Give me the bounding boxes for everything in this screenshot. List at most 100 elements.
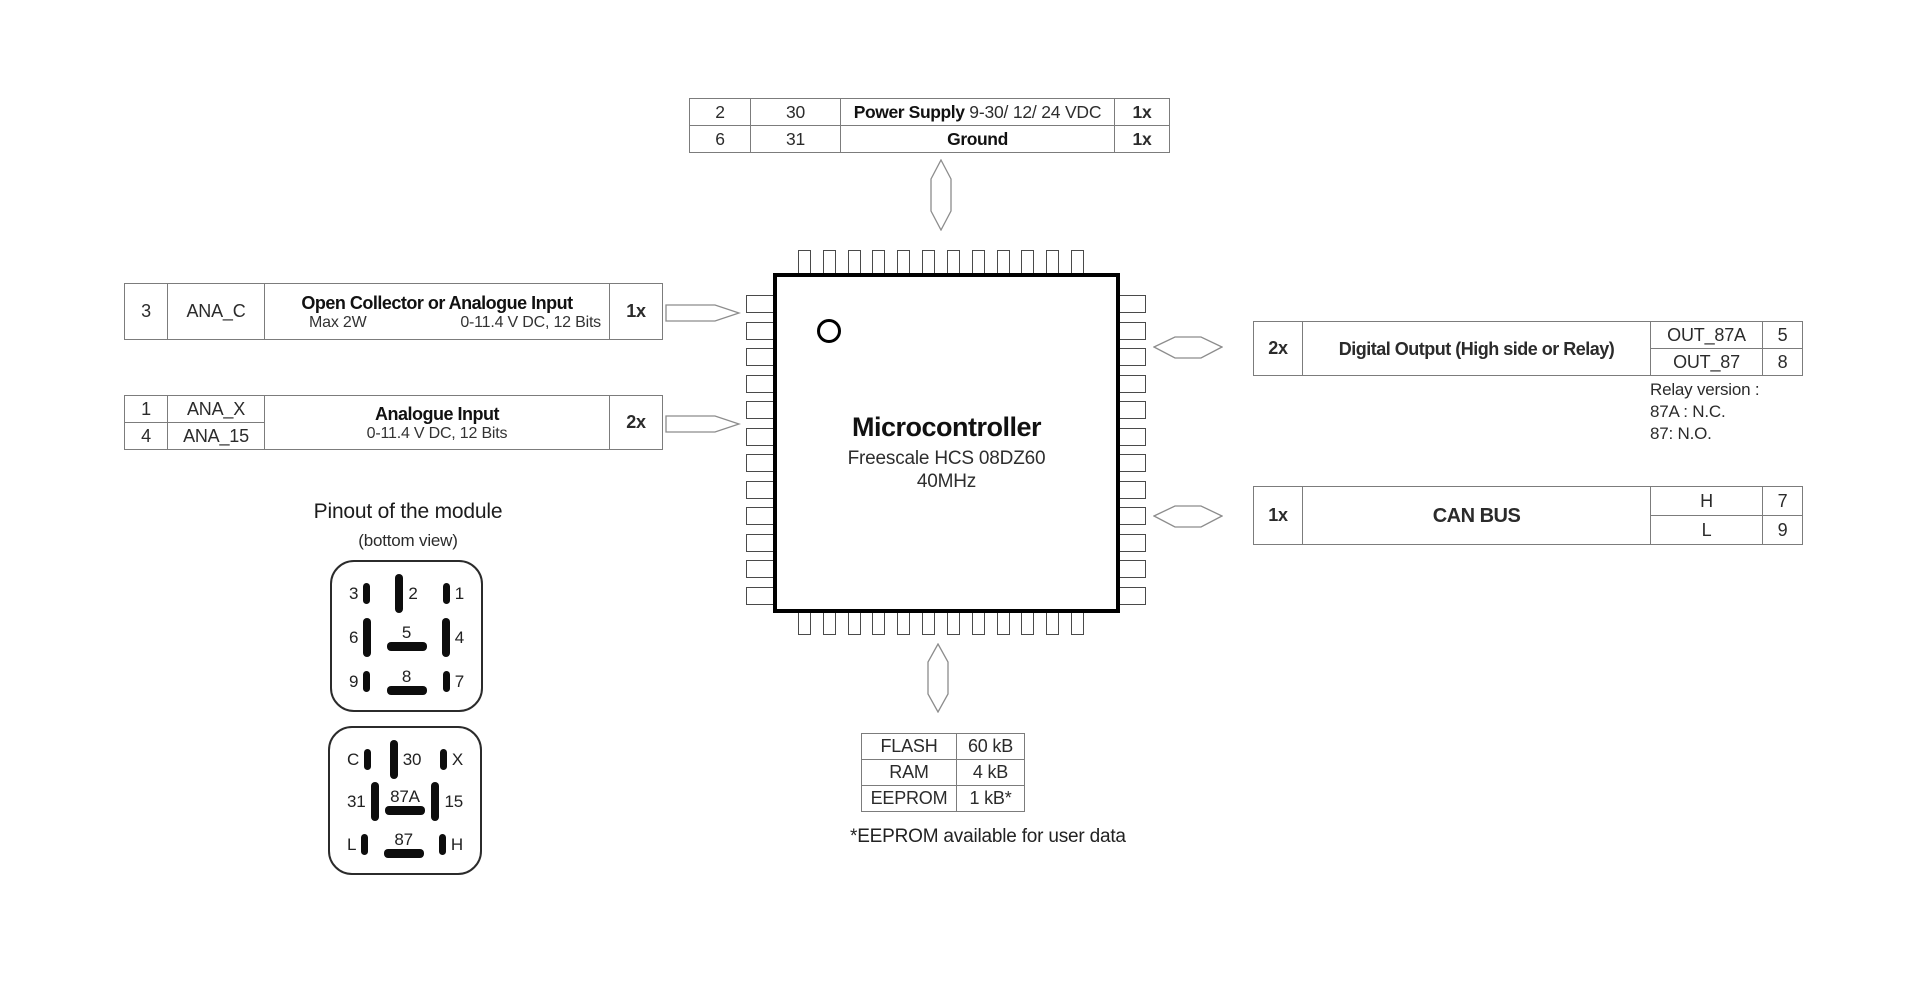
count-badge: 1x — [609, 283, 663, 340]
chip-pin — [746, 560, 774, 579]
connector-pin-row: 3 2 1 — [349, 572, 464, 614]
pin-label: 31 — [347, 792, 366, 811]
microcontroller-chip: Microcontroller Freescale HCS 08DZ60 40M… — [773, 273, 1120, 613]
chip-pin — [996, 611, 1010, 635]
power-arrow-icon — [930, 159, 952, 231]
label-bold: Ground — [947, 128, 1008, 149]
pin-bar — [364, 748, 372, 770]
open-collector-table: 3 ANA_C Open Collector or Analogue Input… — [124, 283, 663, 340]
table-row: L 9 — [1254, 515, 1803, 545]
memory-name: FLASH — [861, 733, 957, 760]
pin-label: 4 — [454, 627, 464, 647]
pin-number: 9 — [1762, 515, 1803, 545]
power-supply-label: Power Supply 9-30/ 12/ 24 VDC — [840, 98, 1115, 126]
table-spec: 0-11.4 V DC, 12 Bits — [366, 424, 508, 442]
memory-size: 4 kB — [956, 759, 1025, 786]
pin-bar — [363, 617, 372, 657]
analogue-input-table: 1 ANA_X Analogue Input 0-11.4 V DC, 12 B… — [124, 395, 663, 450]
connector-pin-1: 1 — [442, 582, 464, 604]
table-title: Digital Output (High side or Relay) — [1302, 321, 1651, 376]
pin-bar — [439, 748, 447, 770]
pin1-marker-icon — [817, 319, 841, 343]
chip-pin — [746, 586, 774, 605]
pin-bar — [386, 641, 427, 651]
connector-pin-row: 6 5 4 — [349, 616, 464, 658]
signal-name: ANA_C — [167, 283, 265, 340]
connector-pin-6: 6 — [349, 617, 372, 657]
table-row: FLASH 60 kB — [861, 733, 1025, 760]
connector-pin-7: 7 — [442, 670, 464, 692]
chip-pin — [1118, 507, 1146, 526]
chip-pin — [996, 250, 1010, 274]
chip-pin — [746, 348, 774, 367]
chip-pin — [746, 454, 774, 473]
count-badge: 1x — [1253, 486, 1303, 545]
pin-label: 6 — [349, 627, 359, 647]
digital-output-arrow-icon — [1153, 335, 1223, 360]
signal-name: L — [1650, 515, 1763, 545]
pin-label: 2 — [408, 583, 418, 603]
chip-pin — [746, 427, 774, 446]
memory-table: FLASH 60 kB RAM 4 kB EEPROM 1 kB* — [861, 733, 1025, 812]
ground-label: Ground — [840, 125, 1115, 153]
count-badge: 1x — [1114, 98, 1170, 126]
table-row: 6 31 Ground 1x — [689, 125, 1170, 153]
chip-pin — [1118, 348, 1146, 367]
table-row: RAM 4 kB — [861, 759, 1025, 786]
pin-number: 6 — [689, 125, 751, 153]
chip-pin — [1070, 250, 1084, 274]
pin-bar — [438, 833, 446, 855]
pin-number: 3 — [124, 283, 168, 340]
connector-pin-5: 5 — [386, 622, 427, 651]
pin-bar — [386, 685, 427, 695]
connector-pin-L: L — [347, 833, 369, 855]
digital-output-table: 2x Digital Output (High side or Relay) O… — [1253, 321, 1803, 376]
connector-pin-30: 30 — [389, 739, 421, 779]
table-row: 3 ANA_C Open Collector or Analogue Input… — [124, 283, 663, 340]
pin-label: 5 — [401, 622, 412, 642]
chip-pin — [798, 611, 811, 635]
pin-bar — [441, 617, 450, 657]
relay-version-notes: Relay version : 87A : N.C. 87: N.O. — [1650, 379, 1760, 445]
open-collector-label: Open Collector or Analogue Input Max 2W … — [264, 283, 610, 340]
chip-pin — [971, 250, 985, 274]
table-row: 1 ANA_X Analogue Input 0-11.4 V DC, 12 B… — [124, 395, 663, 450]
pin-label: 87 — [394, 829, 413, 849]
chip-pin — [1046, 611, 1060, 635]
chip-pin — [798, 250, 811, 274]
chip-pin — [946, 611, 960, 635]
chip-pin — [1021, 611, 1035, 635]
chip-pin — [1046, 250, 1060, 274]
chip-pin — [872, 250, 886, 274]
chip-pin — [746, 533, 774, 552]
chip-pin — [872, 611, 886, 635]
can-bus-table: 1x CAN BUS H 7 L 9 — [1253, 486, 1803, 545]
connector-pin-87A: 87A — [385, 788, 425, 815]
chip-pin — [1118, 533, 1146, 552]
chip-pin — [1118, 427, 1146, 446]
chip-pin — [1118, 586, 1146, 605]
signal-name: ANA_15 — [167, 422, 265, 450]
chip-pin — [1118, 560, 1146, 579]
label-bold: Power Supply — [853, 101, 965, 122]
connector-pin-4: 4 — [441, 617, 464, 657]
connector-pin-15: 15 — [431, 782, 463, 821]
chip-pin — [1118, 480, 1146, 499]
connector-pin-C: C — [347, 748, 372, 770]
count-badge: 2x — [609, 395, 663, 450]
pin-number: 1 — [124, 395, 168, 423]
pin-number: 4 — [124, 422, 168, 450]
table-title: Analogue Input — [375, 403, 499, 424]
pin-number: 8 — [1762, 348, 1803, 376]
chip-title: Microcontroller — [851, 412, 1042, 442]
chip-pin — [971, 611, 985, 635]
table-title: Open Collector or Analogue Input — [301, 292, 573, 313]
pin-label: 7 — [454, 671, 464, 691]
chip-pin — [1118, 401, 1146, 420]
connector-pin-3: 3 — [349, 582, 371, 604]
pin-bar — [363, 670, 371, 692]
chip-pin — [946, 250, 960, 274]
